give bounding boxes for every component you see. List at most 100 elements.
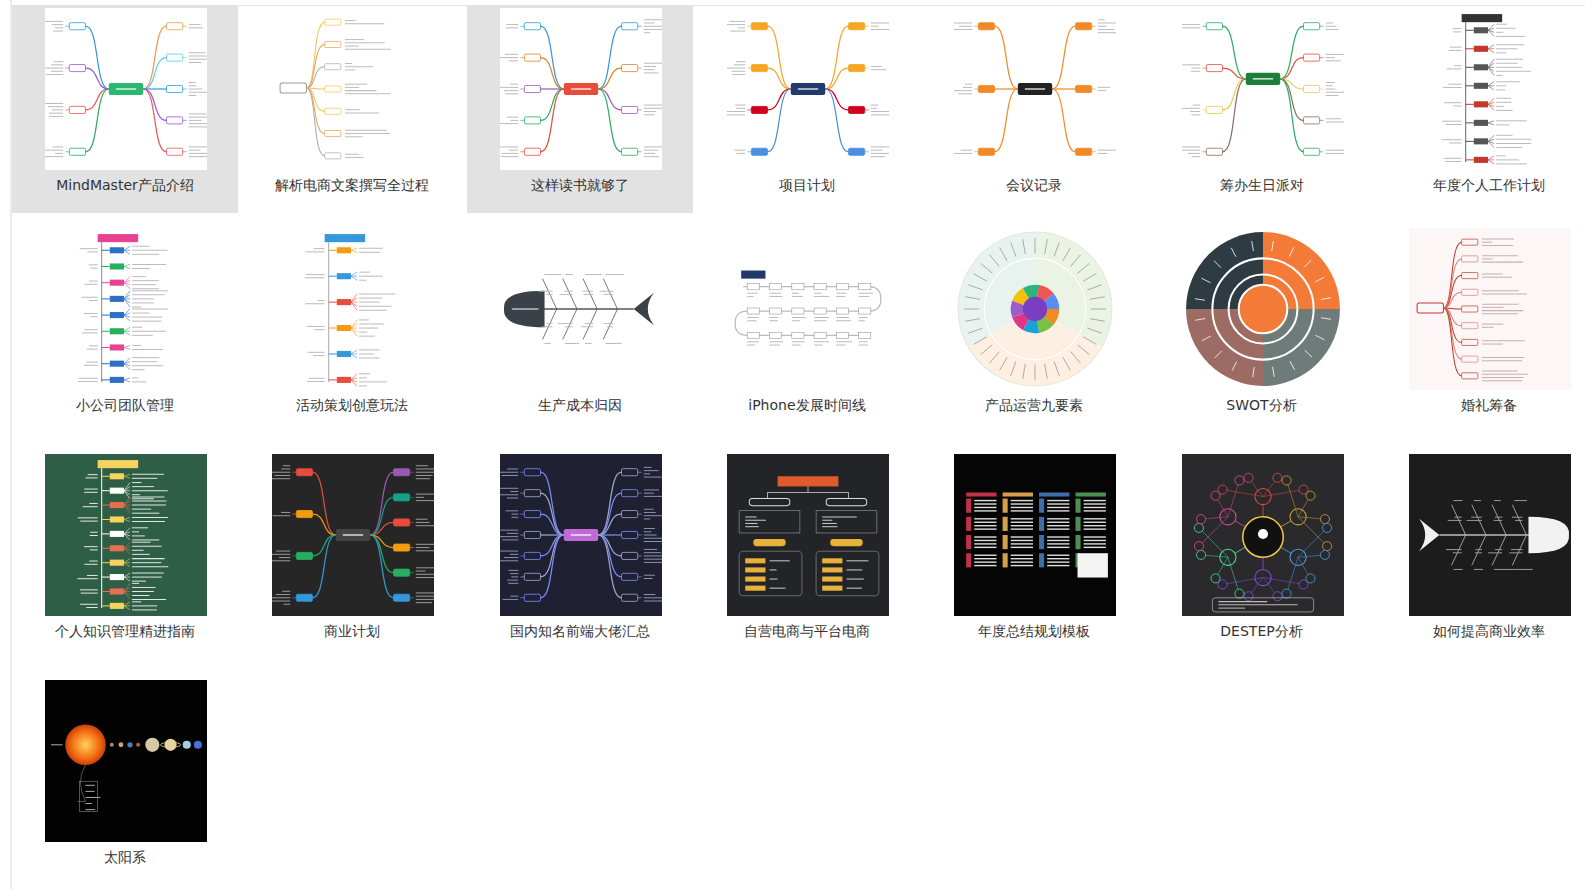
text-placeholder <box>500 560 518 561</box>
branch-box <box>1206 65 1222 72</box>
text-placeholder <box>643 114 654 115</box>
branch-line <box>540 535 563 577</box>
template-caption: 活动策划创意玩法 <box>239 394 465 416</box>
branch-box <box>297 511 313 518</box>
template-caption: 生产成本归因 <box>467 394 693 416</box>
text-placeholder <box>132 302 154 303</box>
branch-line <box>124 532 130 534</box>
branch-box <box>524 511 540 518</box>
thumbnail-ground <box>1409 8 1571 170</box>
item-box <box>822 577 842 582</box>
text-placeholder <box>132 566 168 567</box>
text-placeholder <box>1474 569 1483 570</box>
text-placeholder <box>1011 510 1033 511</box>
branch-line <box>1465 122 1473 123</box>
text-placeholder <box>359 294 395 295</box>
branch-line <box>1298 517 1327 546</box>
branch-box <box>524 23 540 30</box>
text-placeholder <box>189 113 207 114</box>
text-placeholder <box>1496 81 1520 82</box>
text-placeholder <box>45 21 63 22</box>
branch-line <box>1286 557 1298 593</box>
text-placeholder <box>965 84 972 85</box>
text-placeholder <box>1325 57 1334 58</box>
text-placeholder <box>416 519 428 520</box>
text-placeholder <box>643 493 653 494</box>
group-box <box>739 551 802 596</box>
text-placeholder <box>132 284 156 285</box>
text-placeholder <box>974 525 996 526</box>
branch-box <box>1303 117 1319 124</box>
text-placeholder <box>605 274 624 275</box>
branch-box <box>69 148 85 155</box>
branch-line <box>1202 68 1206 69</box>
planet <box>164 739 176 751</box>
template-caption: 自营电商与平台电商 <box>694 620 920 642</box>
text-placeholder <box>1011 522 1033 523</box>
template-thumbnail <box>272 454 434 616</box>
text-placeholder <box>359 336 375 337</box>
branch-box <box>524 573 540 580</box>
text-placeholder <box>500 156 517 157</box>
template-thumbnail <box>727 228 889 390</box>
text-placeholder <box>314 329 325 330</box>
branch-line <box>1222 578 1262 585</box>
text-placeholder <box>981 345 993 355</box>
thumbnail-art <box>1186 232 1340 386</box>
text-placeholder <box>974 543 996 544</box>
text-placeholder <box>1475 549 1481 550</box>
text-placeholder <box>189 146 207 147</box>
thumbnail-art <box>1194 473 1331 612</box>
template-caption: 国内知名前端大佬汇总 <box>467 620 693 642</box>
branch-line <box>143 26 166 89</box>
row-marker <box>1076 535 1081 549</box>
branch-line <box>293 472 297 473</box>
text-placeholder <box>1084 536 1106 537</box>
text-placeholder <box>1252 367 1254 377</box>
text-placeholder <box>81 593 98 594</box>
branch-line <box>329 353 337 354</box>
branch-line <box>351 272 357 276</box>
text-placeholder <box>859 320 865 321</box>
text-placeholder <box>359 353 374 354</box>
branch-box <box>1461 323 1477 329</box>
branch-line <box>1488 30 1494 36</box>
bubble <box>1320 515 1329 524</box>
template-tile: 个人知识管理精进指南 <box>12 452 238 659</box>
branch-box <box>110 516 124 522</box>
text-placeholder <box>1482 360 1522 361</box>
branch-line <box>329 276 337 277</box>
branch-line <box>1319 57 1323 58</box>
branch-box <box>1076 23 1092 30</box>
text-placeholder <box>607 326 613 327</box>
text-placeholder <box>1443 87 1462 88</box>
thumbnail-art <box>958 232 1112 386</box>
branch-line <box>865 109 869 110</box>
text-placeholder <box>132 478 157 479</box>
template-tile: 会议记录 <box>921 6 1147 213</box>
text-placeholder <box>89 264 98 265</box>
thumbnail-art <box>45 21 207 156</box>
branch-line <box>825 89 848 110</box>
bubble <box>1196 550 1205 559</box>
template-caption: 婚礼筹备 <box>1376 394 1585 416</box>
text-placeholder <box>1054 361 1059 375</box>
branch-box <box>394 494 410 501</box>
text-placeholder <box>871 26 879 27</box>
template-caption: SWOT分析 <box>1149 394 1375 416</box>
text-placeholder <box>846 569 862 570</box>
text-placeholder <box>1084 522 1106 523</box>
text-placeholder <box>643 66 655 67</box>
branch-box <box>1461 289 1477 295</box>
branch-line <box>124 505 130 509</box>
branch-line <box>313 535 336 556</box>
text-placeholder <box>283 465 290 466</box>
branch-line <box>1052 89 1075 152</box>
text-placeholder <box>416 544 434 545</box>
row-marker <box>1076 517 1081 531</box>
text-placeholder <box>1011 558 1033 559</box>
text-placeholder <box>345 154 359 155</box>
text-placeholder <box>792 296 803 297</box>
branch-line <box>637 535 641 536</box>
time-box <box>836 332 848 338</box>
